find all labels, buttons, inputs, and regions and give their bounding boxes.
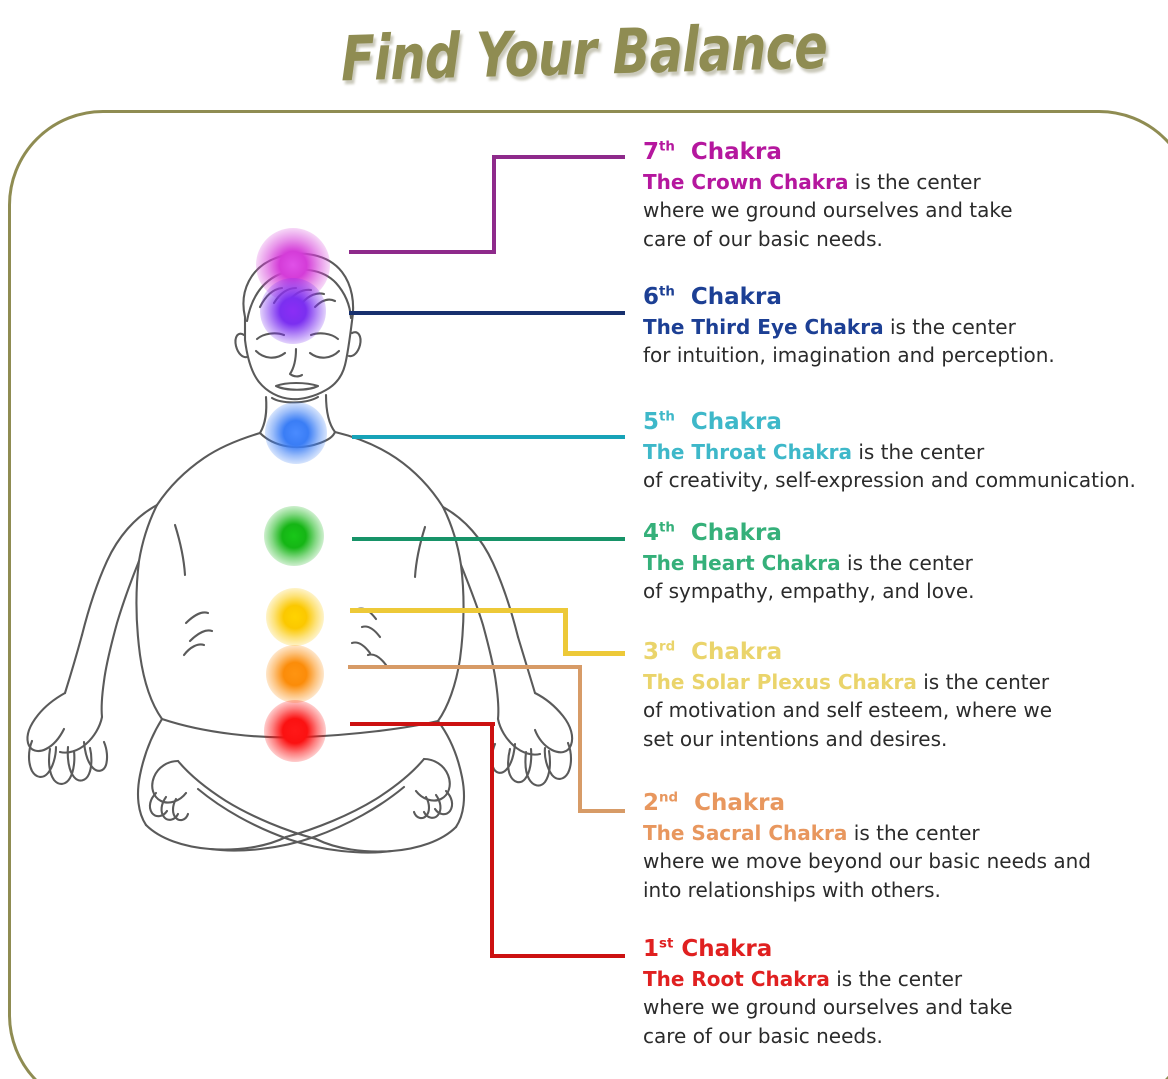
- chakra-heading-7: 7th Chakra: [643, 139, 1143, 166]
- chakra-ordinal-7: 7: [643, 139, 660, 165]
- chakra-heading-3: 3rd Chakra: [643, 639, 1143, 666]
- chakra-text-block-7: 7th Chakra The Crown Chakra is the cente…: [643, 139, 1143, 253]
- chakra-text-block-6: 6th Chakra The Third Eye Chakra is the c…: [643, 284, 1143, 370]
- chakra-heading-word-7: Chakra: [690, 139, 782, 165]
- chakra-rest-1: is the center: [829, 966, 963, 991]
- chakra-body-line-6-0: The Third Eye Chakra is the center: [643, 313, 1143, 341]
- chakra-body-5: The Throat Chakra is the center of creat…: [643, 438, 1143, 495]
- chakra-lead-7: The Crown Chakra: [643, 169, 849, 194]
- chakra-ordinal-suffix-7: th: [659, 139, 675, 155]
- chakra-body-1: The Root Chakra is the center where we g…: [643, 965, 1143, 1050]
- chakra-ordinal-5: 5: [643, 409, 660, 435]
- chakra-body-line-1-2: care of our basic needs.: [643, 1023, 883, 1048]
- chakra-heading-word-2: Chakra: [694, 790, 785, 816]
- chakra-body-line-4-1: of sympathy, empathy, and love.: [643, 579, 975, 604]
- chakra-lead-6: The Third Eye Chakra: [643, 314, 884, 339]
- chakra-rest-2: is the center: [847, 820, 980, 845]
- chakra-body-line-7-2: care of our basic needs.: [643, 226, 883, 251]
- chakra-body-line-3-2: set our intentions and desires.: [643, 726, 948, 751]
- chakra-body-line-7-0: The Crown Chakra is the center: [643, 168, 1143, 196]
- chakra-heading-2: 2nd Chakra: [643, 790, 1143, 817]
- chakra-heading-word-3: Chakra: [691, 639, 783, 665]
- chakra-body-7: The Crown Chakra is the center where we …: [643, 168, 1143, 253]
- page-title: Find Your Balance: [340, 9, 828, 96]
- chakra-lead-4: The Heart Chakra: [643, 550, 841, 575]
- chakra-heading-word-1: Chakra: [681, 936, 773, 962]
- poster-frame-border: [8, 110, 1168, 1079]
- chakra-rest-5: is the center: [851, 439, 985, 464]
- chakra-body-line-2-1: where we move beyond our basic needs and: [643, 849, 1091, 874]
- chakra-body-line-5-1: of creativity, self-expression and commu…: [643, 468, 1136, 493]
- chakra-heading-5: 5th Chakra: [643, 409, 1143, 436]
- chakra-text-block-4: 4th Chakra The Heart Chakra is the cente…: [643, 520, 1143, 606]
- chakra-heading-word-6: Chakra: [690, 284, 782, 310]
- chakra-text-block-1: 1st Chakra The Root Chakra is the center…: [643, 936, 1143, 1050]
- chakra-ordinal-2: 2: [643, 790, 660, 816]
- chakra-heading-1: 1st Chakra: [643, 936, 1143, 963]
- chakra-body-line-7-1: where we ground ourselves and take: [643, 198, 1013, 223]
- chakra-lead-5: The Throat Chakra: [643, 439, 852, 464]
- chakra-ordinal-suffix-5: th: [659, 409, 675, 425]
- chakra-heading-4: 4th Chakra: [643, 520, 1143, 547]
- chakra-ordinal-suffix-2: nd: [659, 790, 679, 806]
- chakra-ordinal-3: 3: [643, 639, 660, 665]
- chakra-ordinal-6: 6: [643, 284, 660, 310]
- chakra-lead-2: The Sacral Chakra: [643, 820, 848, 845]
- chakra-heading-6: 6th Chakra: [643, 284, 1143, 311]
- chakra-rest-3: is the center: [916, 669, 1050, 694]
- chakra-rest-6: is the center: [883, 314, 1016, 339]
- chakra-body-line-6-1: for intuition, imagination and perceptio…: [643, 343, 1055, 368]
- chakra-body-2: The Sacral Chakra is the center where we…: [643, 819, 1143, 904]
- chakra-body-4: The Heart Chakra is the center of sympat…: [643, 549, 1143, 606]
- chakra-text-block-2: 2nd Chakra The Sacral Chakra is the cent…: [643, 790, 1143, 904]
- chakra-text-block-5: 5th Chakra The Throat Chakra is the cent…: [643, 409, 1143, 495]
- chakra-body-line-3-0: The Solar Plexus Chakra is the center: [643, 668, 1143, 696]
- chakra-ordinal-1: 1: [643, 936, 660, 962]
- chakra-ordinal-suffix-1: st: [659, 936, 674, 952]
- chakra-body-3: The Solar Plexus Chakra is the center of…: [643, 668, 1143, 753]
- chakra-heading-word-5: Chakra: [690, 409, 782, 435]
- chakra-lead-1: The Root Chakra: [643, 966, 830, 991]
- chakra-ordinal-suffix-4: th: [659, 520, 675, 536]
- chakra-heading-word-4: Chakra: [690, 520, 782, 546]
- chakra-body-line-2-2: into relationships with others.: [643, 877, 941, 902]
- chakra-rest-4: is the center: [840, 550, 973, 575]
- chakra-body-line-2-0: The Sacral Chakra is the center: [643, 819, 1143, 847]
- chakra-body-line-5-0: The Throat Chakra is the center: [643, 438, 1143, 466]
- chakra-ordinal-4: 4: [643, 520, 660, 546]
- chakra-body-line-1-1: where we ground ourselves and take: [643, 995, 1013, 1020]
- chakra-body-line-3-1: of motivation and self esteem, where we: [643, 698, 1052, 723]
- chakra-ordinal-suffix-3: rd: [659, 639, 676, 655]
- chakra-text-block-3: 3rd Chakra The Solar Plexus Chakra is th…: [643, 639, 1143, 753]
- chakra-rest-7: is the center: [848, 169, 981, 194]
- chakra-lead-3: The Solar Plexus Chakra: [643, 669, 917, 694]
- chakra-ordinal-suffix-6: th: [659, 284, 675, 300]
- chakra-body-line-4-0: The Heart Chakra is the center: [643, 549, 1143, 577]
- chakra-body-line-1-0: The Root Chakra is the center: [643, 965, 1143, 993]
- chakra-body-6: The Third Eye Chakra is the center for i…: [643, 313, 1143, 370]
- meditating-person-figure: [8, 225, 628, 865]
